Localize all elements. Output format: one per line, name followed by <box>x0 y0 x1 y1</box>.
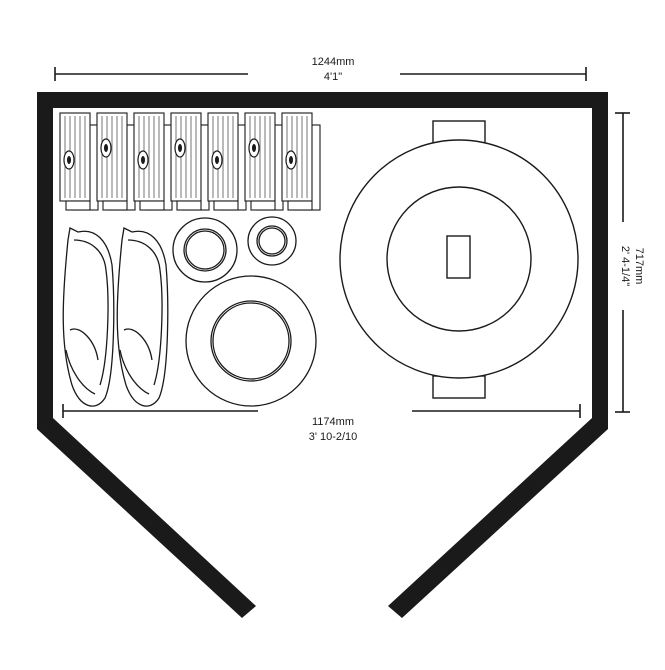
side-plate-icon <box>247 216 297 266</box>
inner-width-imperial-label: 3' 10-2/10 <box>309 431 358 443</box>
glass-icon <box>207 112 247 211</box>
dinner-plate-icon <box>185 275 317 407</box>
serving-dish-icon <box>62 227 115 407</box>
back-wall <box>37 92 608 108</box>
glasses-row <box>59 112 321 211</box>
depth-mm-label: 717mm <box>633 248 645 285</box>
right-wall <box>592 92 608 429</box>
inner-width-dimension <box>62 404 581 418</box>
left-wall <box>37 92 53 429</box>
glass-icon <box>96 112 136 211</box>
depth-imperial-label: 2' 4-1/4" <box>619 246 631 286</box>
cabinet-walls <box>37 92 608 618</box>
pot-lid-knob <box>446 235 471 279</box>
depth-label-group: 717mm 2' 4-1/4" <box>619 246 645 286</box>
right-door-panel <box>388 418 608 618</box>
depth-dimension <box>615 112 630 413</box>
top-width-dimension <box>54 67 587 81</box>
glass-icon <box>170 112 210 211</box>
left-door-panel <box>37 418 256 618</box>
glass-icon <box>133 112 173 211</box>
glass-icon <box>244 112 284 211</box>
casserole-pot-icon <box>339 120 579 399</box>
pot-bottom-handle <box>432 375 486 399</box>
top-width-mm-label: 1244mm <box>312 56 355 68</box>
side-plate-icon <box>172 217 238 283</box>
serving-dish-icon <box>116 227 169 407</box>
glass-icon <box>281 112 321 211</box>
inner-width-mm-label: 1174mm <box>312 416 354 428</box>
glass-icon <box>59 112 99 211</box>
top-width-imperial-label: 4'1" <box>324 71 342 83</box>
